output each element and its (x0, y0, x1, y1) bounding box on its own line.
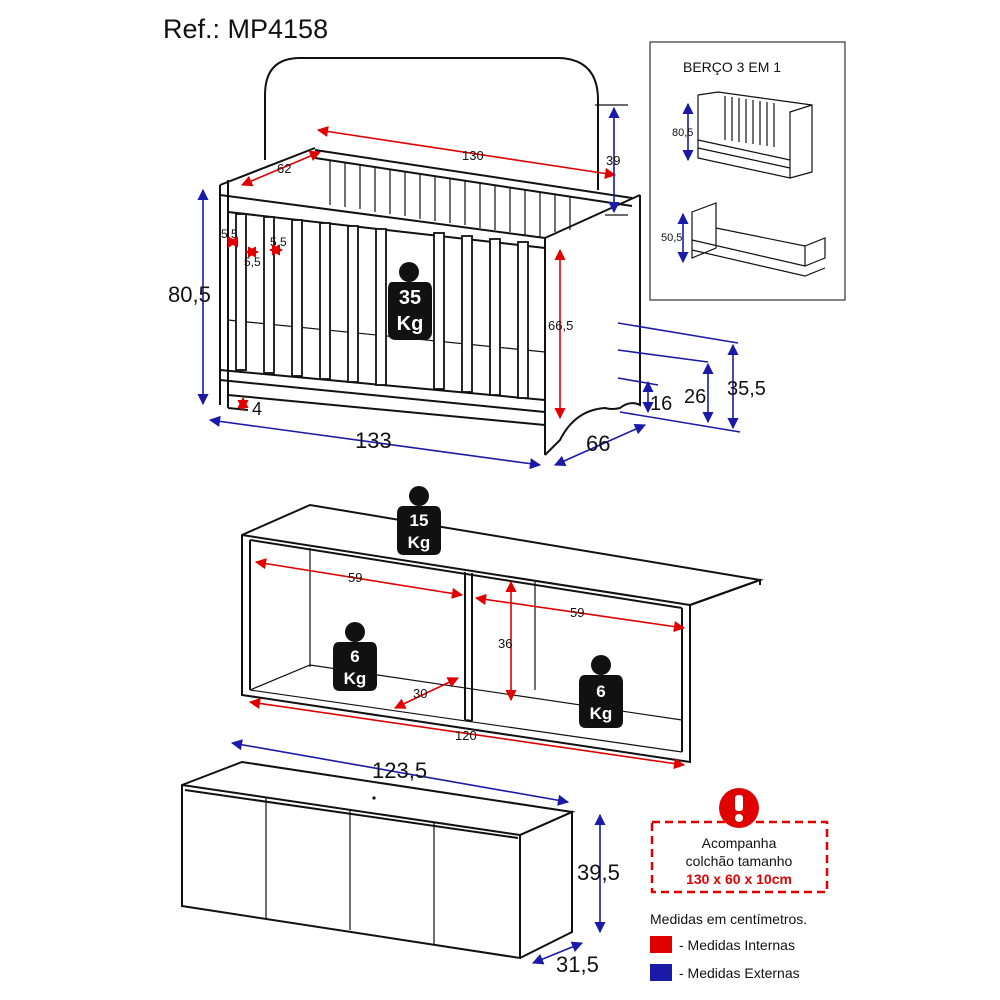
weight-icon (579, 655, 623, 728)
crib-load-value: 35 (399, 287, 421, 309)
shelf-dimensions: 59 59 36 30 120 (248, 558, 686, 770)
inset-3-in-1: BERÇO 3 EM 1 80,5 50,5 (649, 41, 846, 301)
crib-total-depth: 66 (586, 431, 610, 456)
cabinet-height: 39,5 (577, 860, 620, 885)
cabinet-depth: 31,5 (556, 952, 599, 977)
crib-back-slats (329, 160, 571, 237)
exclamation-icon (719, 788, 759, 828)
shelf-drawing (241, 503, 764, 764)
crib-mattress-level-2: 26 (684, 386, 706, 408)
crib-dimensions: 130 62 39 80,5 66,5 5,5 5,5 5,5 4 133 66… (168, 104, 766, 470)
crib-load-unit: Kg (397, 313, 424, 335)
crib-mattress-level-1: 16 (650, 393, 672, 415)
cabinet-width: 123,5 (372, 758, 427, 783)
crib-slat-gap-2: 5,5 (244, 255, 261, 269)
crib-headboard-height: 39 (606, 153, 620, 168)
shelf-top-load-value: 15 (410, 511, 429, 530)
notice-line-3: 130 x 60 x 10cm (686, 871, 792, 887)
crib-inner-side-height: 66,5 (548, 318, 573, 333)
crib-front-slats (235, 213, 529, 399)
weight-icon (388, 262, 432, 340)
notice-line-2: colchão tamanho (686, 853, 793, 869)
shelf-top-load: 15 Kg (397, 486, 441, 555)
crib-inner-length: 130 (462, 148, 484, 163)
legend-internal: - Medidas Internas (679, 937, 795, 953)
shelf-inner-depth: 30 (413, 686, 427, 701)
notice-line-1: Acompanha (702, 835, 777, 851)
inset-crib-height: 80,5 (672, 127, 693, 139)
shelf-top-load-unit: Kg (408, 533, 431, 552)
cabinet-drawing (181, 760, 576, 960)
shelf-left-width: 59 (348, 570, 362, 585)
legend-external-swatch (650, 964, 672, 981)
crib-inner-depth: 62 (277, 161, 291, 176)
mattress-notice: Acompanha colchão tamanho 130 x 60 x 10c… (650, 788, 829, 894)
shelf-right-load: 6 Kg (579, 655, 623, 728)
legend-internal-swatch (650, 936, 672, 953)
crib-load-weight: 35 Kg (388, 262, 432, 340)
crib-drawing (219, 57, 641, 456)
crib-total-length: 133 (355, 428, 392, 453)
crib-base-clearance: 4 (252, 399, 262, 419)
shelf-right-load-unit: Kg (590, 704, 613, 723)
shelf-right-load-value: 6 (596, 682, 605, 701)
weight-icon (397, 486, 441, 555)
cabinet-dimensions: 123,5 39,5 31,5 (230, 739, 620, 977)
crib-slat-gap-1: 5,5 (221, 227, 238, 241)
shelf-left-load-unit: Kg (344, 669, 367, 688)
inset-bed-height: 50,5 (661, 232, 682, 244)
crib-mattress-level-3: 35,5 (727, 378, 766, 400)
shelf-left-load: 6 Kg (333, 622, 377, 691)
reference-title: Ref.: MP4158 (163, 14, 328, 44)
legend-external: - Medidas Externas (679, 965, 800, 981)
shelf-left-load-value: 6 (350, 647, 359, 666)
shelf-right-width: 59 (570, 605, 584, 620)
crib-slat-gap-3: 5,5 (270, 235, 287, 249)
crib-side-height: 80,5 (168, 282, 211, 307)
shelf-inner-height: 36 (498, 636, 512, 651)
inset-title: BERÇO 3 EM 1 (683, 59, 781, 75)
legend-title: Medidas em centímetros. (650, 911, 807, 927)
shelf-inner-length: 120 (455, 728, 477, 743)
legend: Medidas em centímetros. - Medidas Intern… (650, 911, 807, 981)
weight-icon (333, 622, 377, 691)
